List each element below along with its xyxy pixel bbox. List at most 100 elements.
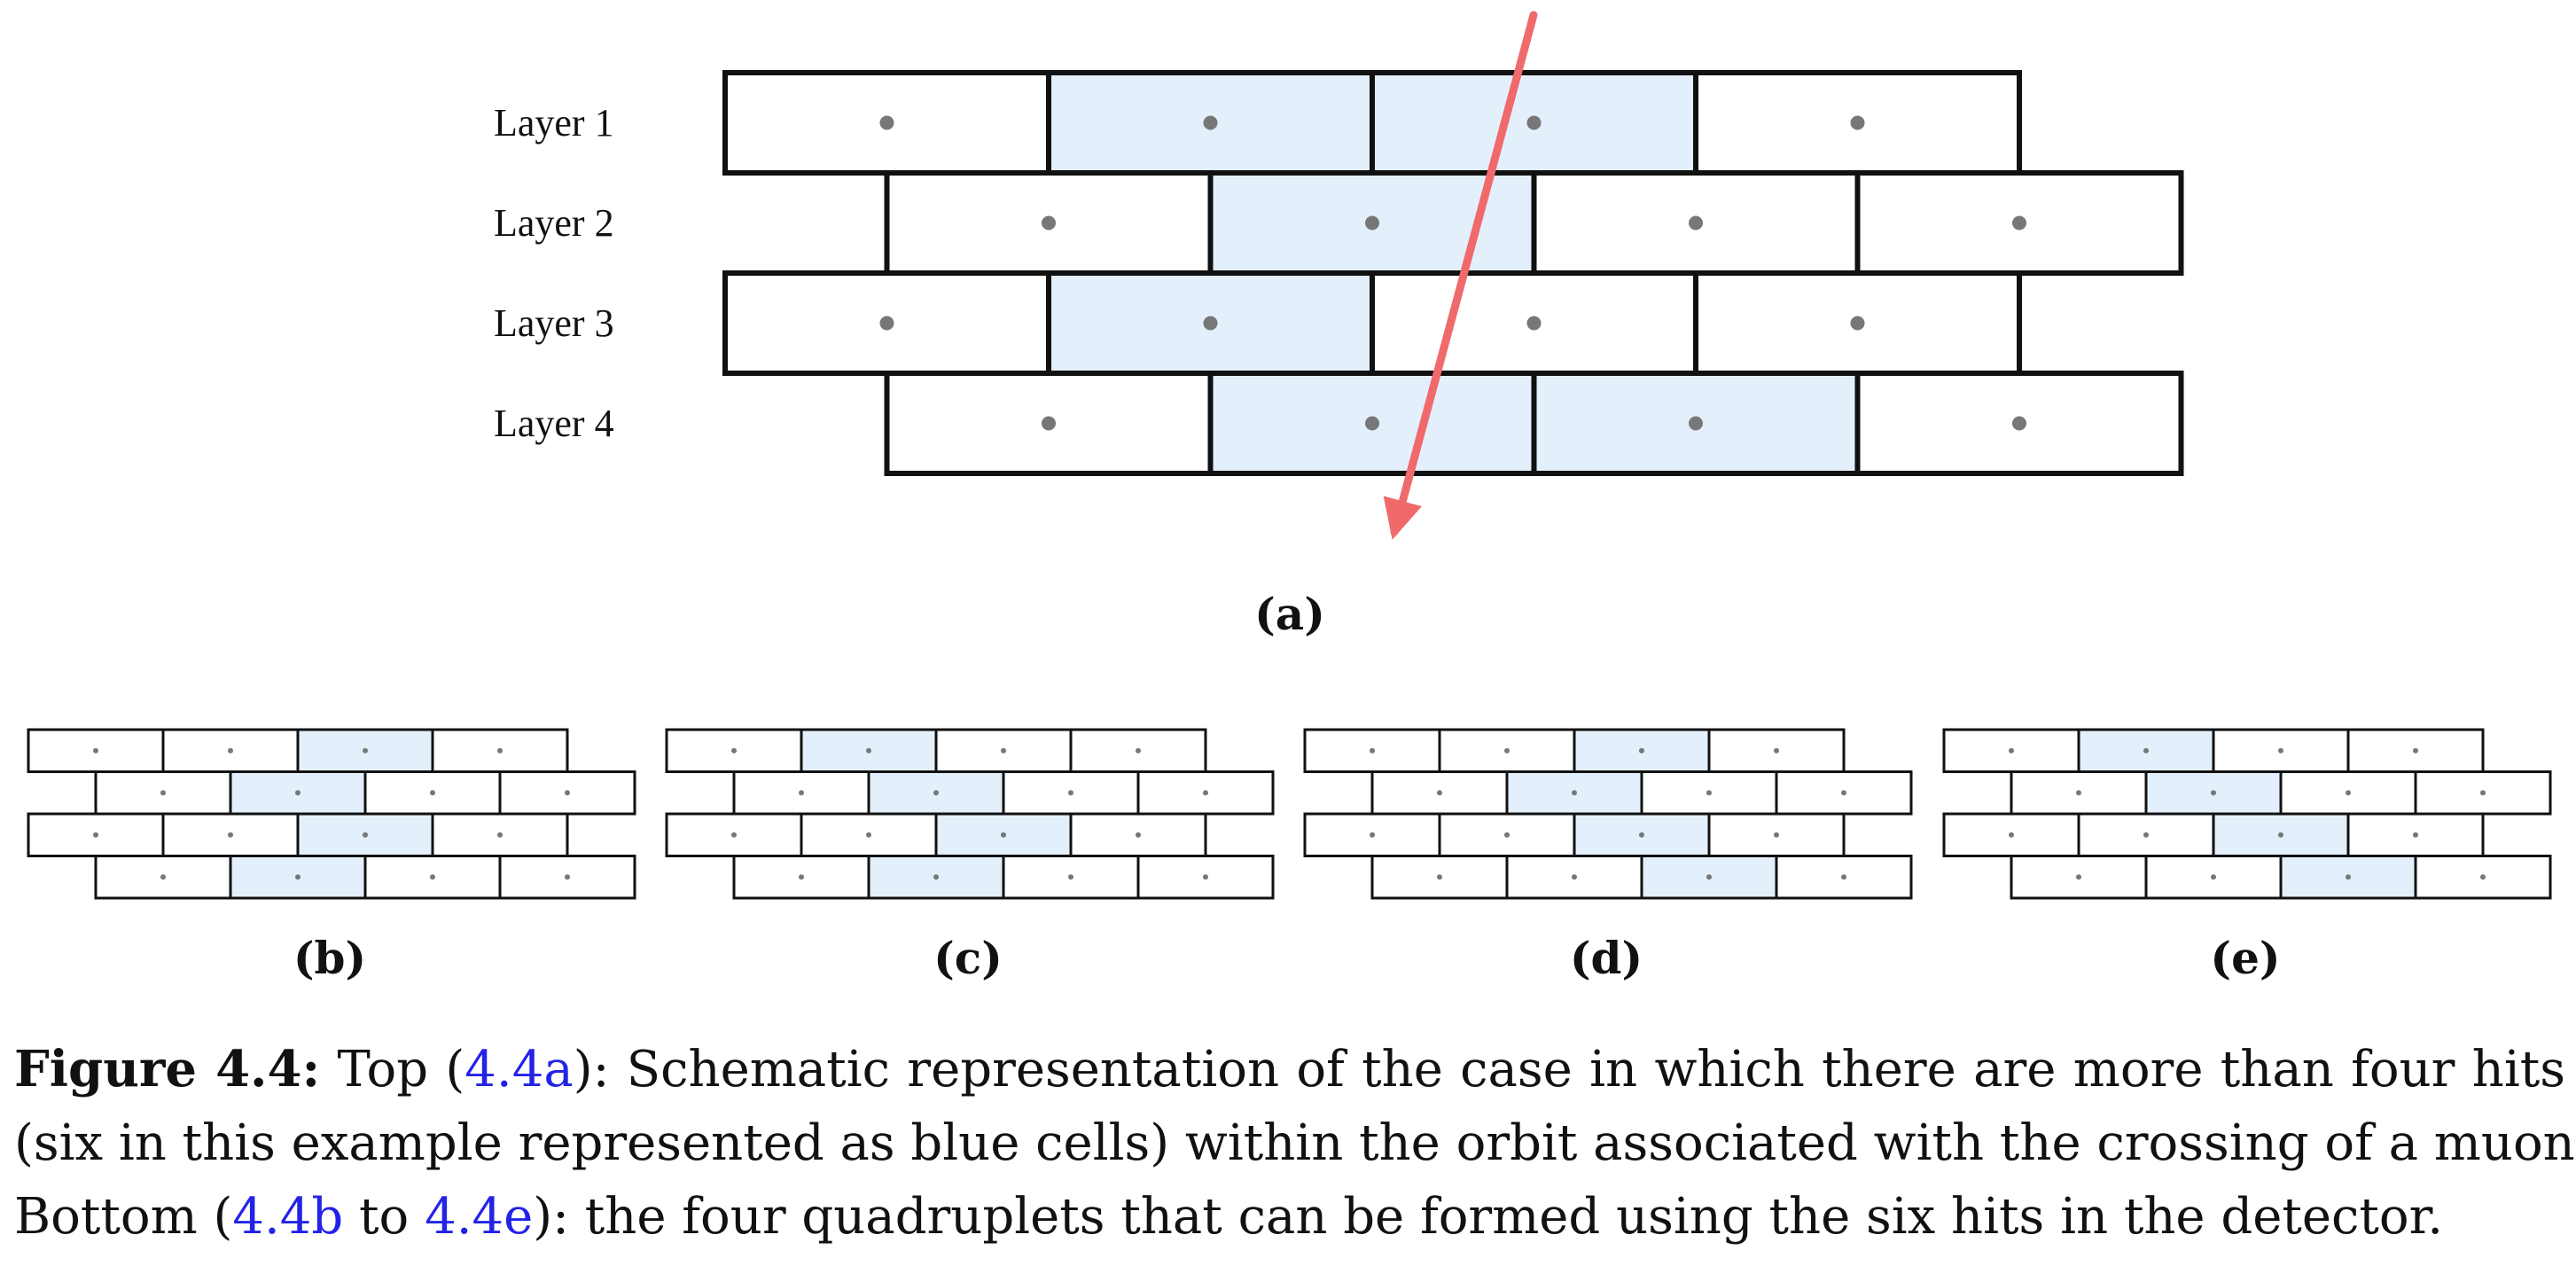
panel-d-wire-dot	[1370, 832, 1375, 838]
panel-d-wire-dot	[1504, 832, 1510, 838]
panel-a-wire-dot	[879, 316, 894, 331]
panel-b-detector	[27, 728, 636, 900]
panel-a-wire-dot	[1042, 215, 1056, 231]
panel-c-wire-dot	[866, 747, 871, 754]
panel-a-detector	[722, 70, 2184, 476]
panel-a-wire-dot	[1689, 215, 1703, 231]
panel-a-cell-hit	[1207, 371, 1537, 476]
panel-e-wire-dot	[2480, 790, 2486, 796]
panel-e-wire-dot	[2211, 790, 2216, 796]
panel-d-wire-dot	[1437, 874, 1442, 880]
panel-c-wire-dot	[1136, 747, 1141, 754]
panel-c-label: (c)	[933, 932, 1003, 984]
caption-line-1: Figure 4.4: Top (4.4a): Schematic repres…	[14, 1033, 2565, 1106]
panel-d-wire-dot	[1774, 747, 1779, 754]
panel-d-wire-dot	[1504, 747, 1510, 754]
panel-c-wire-dot	[1203, 790, 1208, 796]
panel-b-wire-dot	[497, 832, 503, 838]
panel-b-label: (b)	[293, 932, 366, 984]
panel-c-wire-dot	[799, 790, 804, 796]
panel-e-wire-dot	[2413, 832, 2418, 838]
panel-e-wire-dot	[2413, 747, 2418, 754]
caption-line-3: Bottom (4.4b to 4.4e): the four quadrupl…	[14, 1180, 2565, 1254]
panel-b-wire-dot	[565, 874, 570, 880]
panel-a-wire-dot	[1689, 416, 1703, 431]
panel-b-wire-dot	[160, 790, 166, 796]
panel-d-wire-dot	[1639, 747, 1644, 754]
figure-caption: Figure 4.4: Top (4.4a): Schematic repres…	[14, 1033, 2576, 1254]
layer-label-4: Layer 4	[494, 402, 614, 445]
layer-label-2: Layer 2	[494, 201, 614, 245]
caption-text: ): the four quadruplets that can be form…	[533, 1188, 2443, 1246]
panel-e-wire-dot	[2076, 874, 2081, 880]
panel-c-wire-dot	[731, 747, 737, 754]
panel-c-wire-dot	[1068, 874, 1073, 880]
layer-label-1: Layer 1	[494, 101, 614, 145]
figure-ref-link[interactable]: 4.4b	[232, 1188, 344, 1246]
panel-b-wire-dot	[93, 747, 98, 754]
panel-b-wire-dot	[295, 874, 301, 880]
panel-a-wire-dot	[1850, 115, 1865, 130]
panel-e-wire-dot	[2009, 832, 2014, 838]
panel-a-wire-dot	[1203, 115, 1218, 130]
panel-c-wire-dot	[731, 832, 737, 838]
panel-b-wire-dot	[430, 874, 435, 880]
panel-a-wire-dot	[1526, 115, 1542, 130]
layer-label-3: Layer 3	[494, 301, 614, 345]
panel-d-wire-dot	[1706, 874, 1712, 880]
panel-e-wire-dot	[2278, 832, 2283, 838]
panel-b-wire-dot	[93, 832, 98, 838]
panel-d-wire-dot	[1841, 790, 1846, 796]
panel-a-wire-dot	[879, 115, 894, 130]
panel-a-wire-dot	[1365, 215, 1379, 231]
panel-b-wire-dot	[363, 832, 368, 838]
panel-c-detector	[665, 728, 1275, 900]
panel-b-wire-dot	[295, 790, 301, 796]
panel-c-wire-dot	[1068, 790, 1073, 796]
panel-d-detector	[1303, 728, 1913, 900]
panel-b-wire-dot	[497, 747, 503, 754]
caption-text: ): Schematic representation of the case …	[573, 1041, 2565, 1098]
panel-e-wire-dot	[2346, 790, 2351, 796]
panel-c-wire-dot	[1203, 874, 1208, 880]
panel-a-wire-dot	[1042, 416, 1056, 431]
panel-c-wire-dot	[799, 874, 804, 880]
panel-e-wire-dot	[2009, 747, 2014, 754]
panel-c-cell-hit	[800, 728, 938, 773]
panel-c-wire-dot	[933, 874, 939, 880]
panel-e-wire-dot	[2278, 747, 2283, 754]
panel-e-cell	[2279, 770, 2417, 816]
caption-text: Top (	[320, 1041, 465, 1098]
panel-d-wire-dot	[1774, 832, 1779, 838]
caption-text: to	[343, 1188, 425, 1246]
panel-e-wire-dot	[2076, 790, 2081, 796]
panel-c-cell	[1069, 812, 1207, 857]
panel-a-wire-dot	[1365, 416, 1379, 431]
panel-c-wire-dot	[933, 790, 939, 796]
figure-ref-link[interactable]: 4.4e	[425, 1188, 534, 1246]
panel-e-wire-dot	[2143, 832, 2149, 838]
panel-e-wire-dot	[2143, 747, 2149, 754]
panel-c-wire-dot	[866, 832, 871, 838]
panel-c-wire-dot	[1001, 747, 1006, 754]
panel-e-wire-dot	[2346, 874, 2351, 880]
caption-line-2: (six in this example represented as blue…	[14, 1106, 2576, 1180]
panel-d-wire-dot	[1572, 790, 1577, 796]
figure-number-label: Figure 4.4:	[14, 1040, 321, 1098]
panel-a-wire-dot	[1203, 316, 1218, 331]
panel-d-wire-dot	[1841, 874, 1846, 880]
panel-d-wire-dot	[1706, 790, 1712, 796]
panel-c-wire-dot	[1001, 832, 1006, 838]
panel-a-wire-dot	[1526, 316, 1542, 331]
panel-e-detector	[1942, 728, 2552, 900]
panel-c-wire-dot	[1136, 832, 1141, 838]
panel-b-wire-dot	[363, 747, 368, 754]
panel-b-wire-dot	[565, 790, 570, 796]
panel-e-wire-dot	[2480, 874, 2486, 880]
figure-ref-link[interactable]: 4.4a	[464, 1041, 574, 1098]
muon-track-arrow	[1383, 11, 1538, 540]
panel-a-cell	[1854, 170, 2184, 276]
panel-b-wire-dot	[228, 832, 233, 838]
panel-d-wire-dot	[1572, 874, 1577, 880]
panel-a-wire-dot	[1850, 316, 1865, 331]
